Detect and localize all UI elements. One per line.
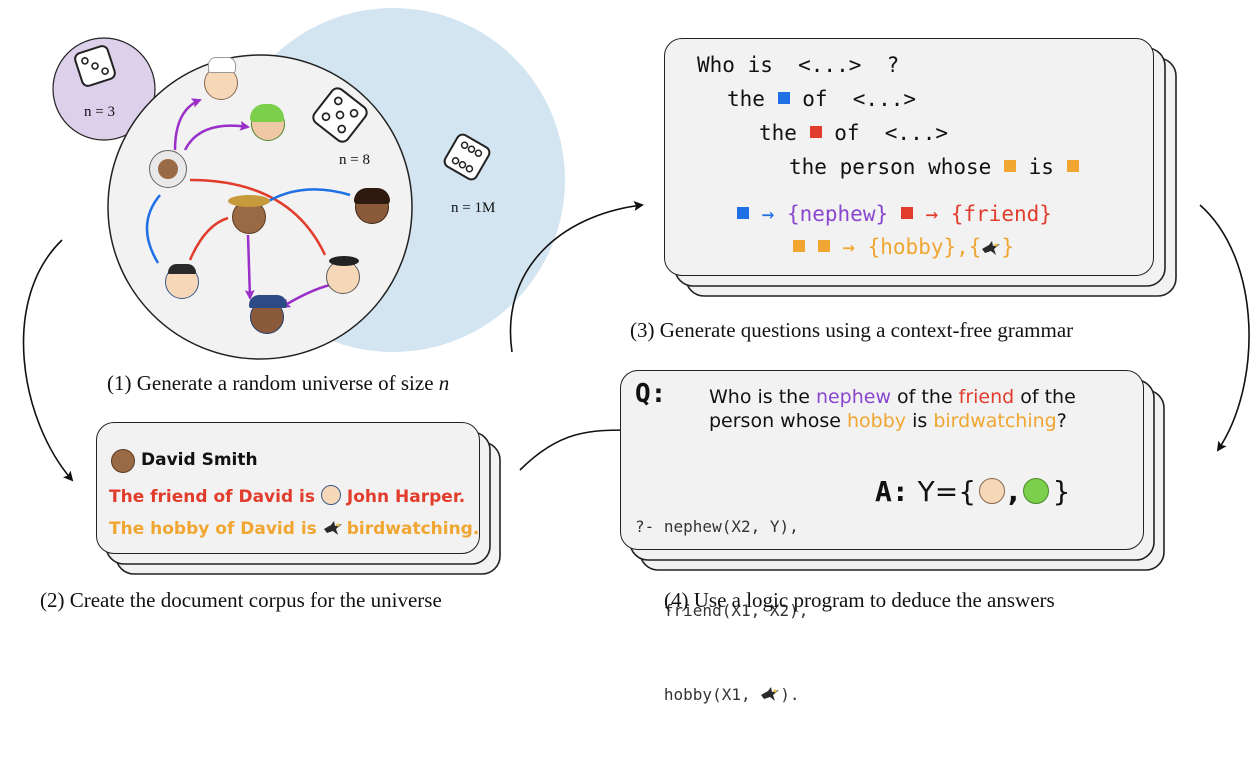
answer: A: Y={,} bbox=[875, 475, 1070, 508]
artist-avatar bbox=[326, 256, 360, 294]
relation-edge bbox=[244, 234, 255, 300]
relation-edge bbox=[173, 98, 202, 151]
n-large-label: n = 1M bbox=[451, 200, 496, 216]
program-line-3: hobby(X1, ). bbox=[635, 685, 800, 704]
grammar-line-3: the of <...> bbox=[759, 121, 949, 145]
flow-arrow-1-to-3 bbox=[509, 201, 644, 353]
die-five-icon bbox=[312, 87, 368, 143]
answer-close: } bbox=[1052, 475, 1071, 508]
astronaut-avatar bbox=[149, 150, 187, 188]
document-title: David Smith bbox=[141, 450, 258, 470]
flow-arrow-3-to-4 bbox=[1199, 204, 1250, 452]
grammar-rule-3: → {hobby},{} bbox=[793, 235, 1014, 259]
grammar-card: Who is <...> ? the of <...> the of <...>… bbox=[664, 38, 1154, 276]
red-square-icon bbox=[809, 126, 822, 138]
scientist-avatar bbox=[354, 188, 390, 224]
green-hair-avatar bbox=[1022, 478, 1049, 504]
green-hair-avatar bbox=[250, 104, 285, 141]
chef-avatar bbox=[979, 478, 1006, 504]
mechanic-avatar bbox=[320, 485, 341, 505]
red-square-icon bbox=[900, 207, 913, 219]
caption-step-2: (2) Create the document corpus for the u… bbox=[40, 588, 442, 612]
blue-square-icon bbox=[777, 92, 790, 104]
farmer-avatar bbox=[111, 449, 135, 473]
caption-step-3: (3) Generate questions using a context-f… bbox=[630, 318, 1074, 342]
mechanic-avatar bbox=[165, 264, 199, 299]
query-card: Q: Who is the nephew of the friend of th… bbox=[620, 370, 1144, 704]
grammar-line-1: Who is <...> ? bbox=[697, 53, 900, 77]
eagle-icon bbox=[323, 521, 342, 535]
answer-separator: , bbox=[1008, 475, 1019, 508]
eagle-icon bbox=[761, 687, 780, 701]
document-card: David Smith The friend of David is John … bbox=[96, 422, 480, 554]
answer-open: Y={ bbox=[917, 475, 977, 508]
chef-avatar bbox=[204, 57, 238, 100]
flow-arrow-2-to-4 bbox=[519, 425, 634, 471]
grammar-line-4: the person whose is bbox=[789, 155, 1079, 179]
orange-square-icon bbox=[793, 240, 805, 252]
flow-arrow-1-to-2 bbox=[22, 239, 74, 482]
relation-edge bbox=[183, 120, 250, 151]
relation-edge bbox=[188, 216, 229, 261]
orange-square-icon bbox=[817, 240, 830, 252]
document-hobby-line: The hobby of David is birdwatching. bbox=[109, 519, 480, 539]
eagle-icon bbox=[982, 241, 1001, 255]
farmer-avatar bbox=[228, 195, 270, 234]
question-text: Who is the nephew of the friend of the p… bbox=[709, 386, 1076, 432]
question-label: Q: bbox=[635, 379, 667, 409]
grammar-line-2: the of <...> bbox=[727, 87, 917, 111]
orange-square-icon bbox=[1066, 160, 1079, 172]
n-small-label: n = 3 bbox=[84, 104, 115, 120]
answer-label: A: bbox=[875, 475, 909, 508]
document-friend-line: The friend of David is John Harper. bbox=[109, 485, 466, 507]
grammar-rule-1: → {nephew} → {friend} bbox=[737, 202, 1052, 226]
relation-edge bbox=[145, 194, 161, 264]
orange-square-icon bbox=[1003, 160, 1016, 172]
caption-step-4: (4) Use a logic program to deduce the an… bbox=[664, 588, 1055, 612]
blue-square-icon bbox=[737, 207, 749, 219]
n-mid-label: n = 8 bbox=[339, 152, 370, 168]
die-three-icon bbox=[74, 45, 116, 87]
die-six-icon bbox=[443, 133, 491, 181]
program-line-2: friend(X1, X2), bbox=[635, 601, 809, 620]
program-line-1: ?- nephew(X2, Y), bbox=[635, 517, 799, 536]
police-officer-avatar bbox=[249, 295, 287, 334]
caption-step-1: (1) Generate a random universe of size n bbox=[107, 371, 450, 395]
